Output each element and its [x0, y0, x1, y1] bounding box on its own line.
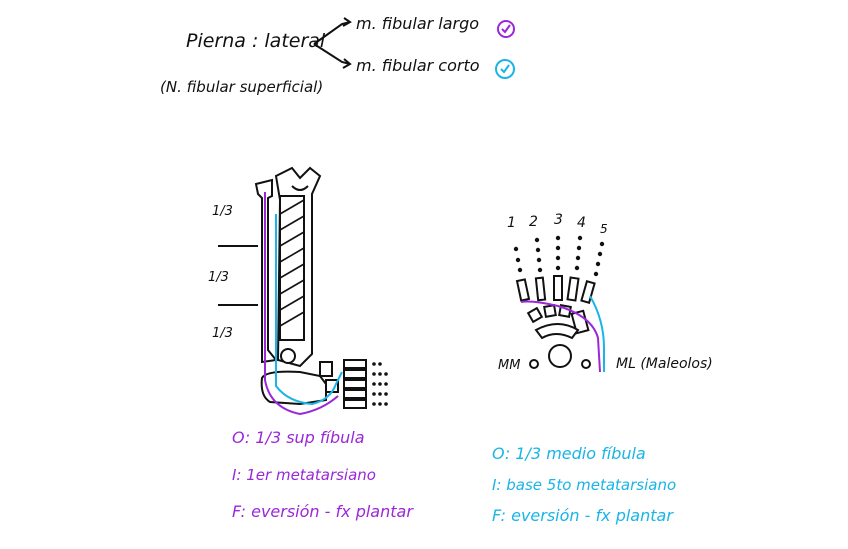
longus-origin: O: 1/3 sup fíbula — [232, 428, 365, 447]
metatarsals — [517, 276, 595, 303]
brevis-origin: O: 1/3 medio fíbula — [492, 444, 646, 463]
phalanges — [514, 236, 604, 276]
brevis-function: F: eversión - fx plantar — [492, 506, 673, 525]
longus-insertion: I: 1er metatarsiano — [232, 466, 376, 484]
longus-function: F: eversión - fx plantar — [232, 502, 413, 521]
tarsals — [528, 305, 590, 368]
brevis-insertion: I: base 5to metatarsiano — [492, 476, 676, 494]
